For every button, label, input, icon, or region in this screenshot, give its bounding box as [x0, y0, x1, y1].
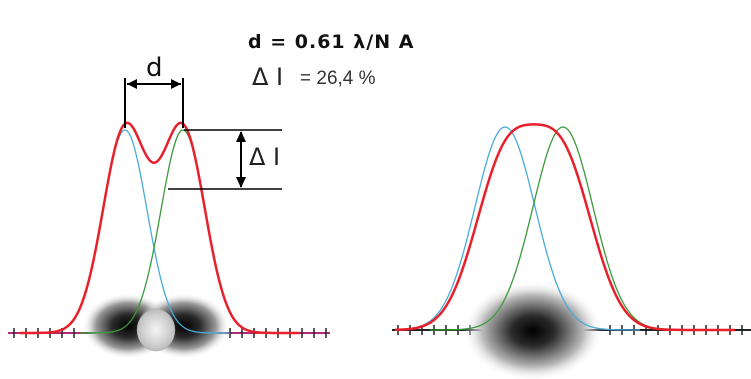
- contrast-symbol: Δ I: [252, 63, 283, 91]
- left-airy-spots: [82, 293, 230, 359]
- right-sum-curve: [394, 123, 736, 332]
- contrast-value: = 26,4 %: [300, 68, 376, 89]
- dip-label: Δ I: [249, 143, 280, 171]
- resolution-formula: d = 0.61 λ/N A: [248, 31, 414, 53]
- separation-marker: [124, 78, 184, 128]
- dip-marker: [168, 129, 282, 190]
- right-airy-spot: [463, 281, 603, 379]
- separation-label: d: [146, 53, 163, 83]
- right-psf-curve-a: [394, 126, 640, 331]
- left-sum-curve: [19, 121, 301, 335]
